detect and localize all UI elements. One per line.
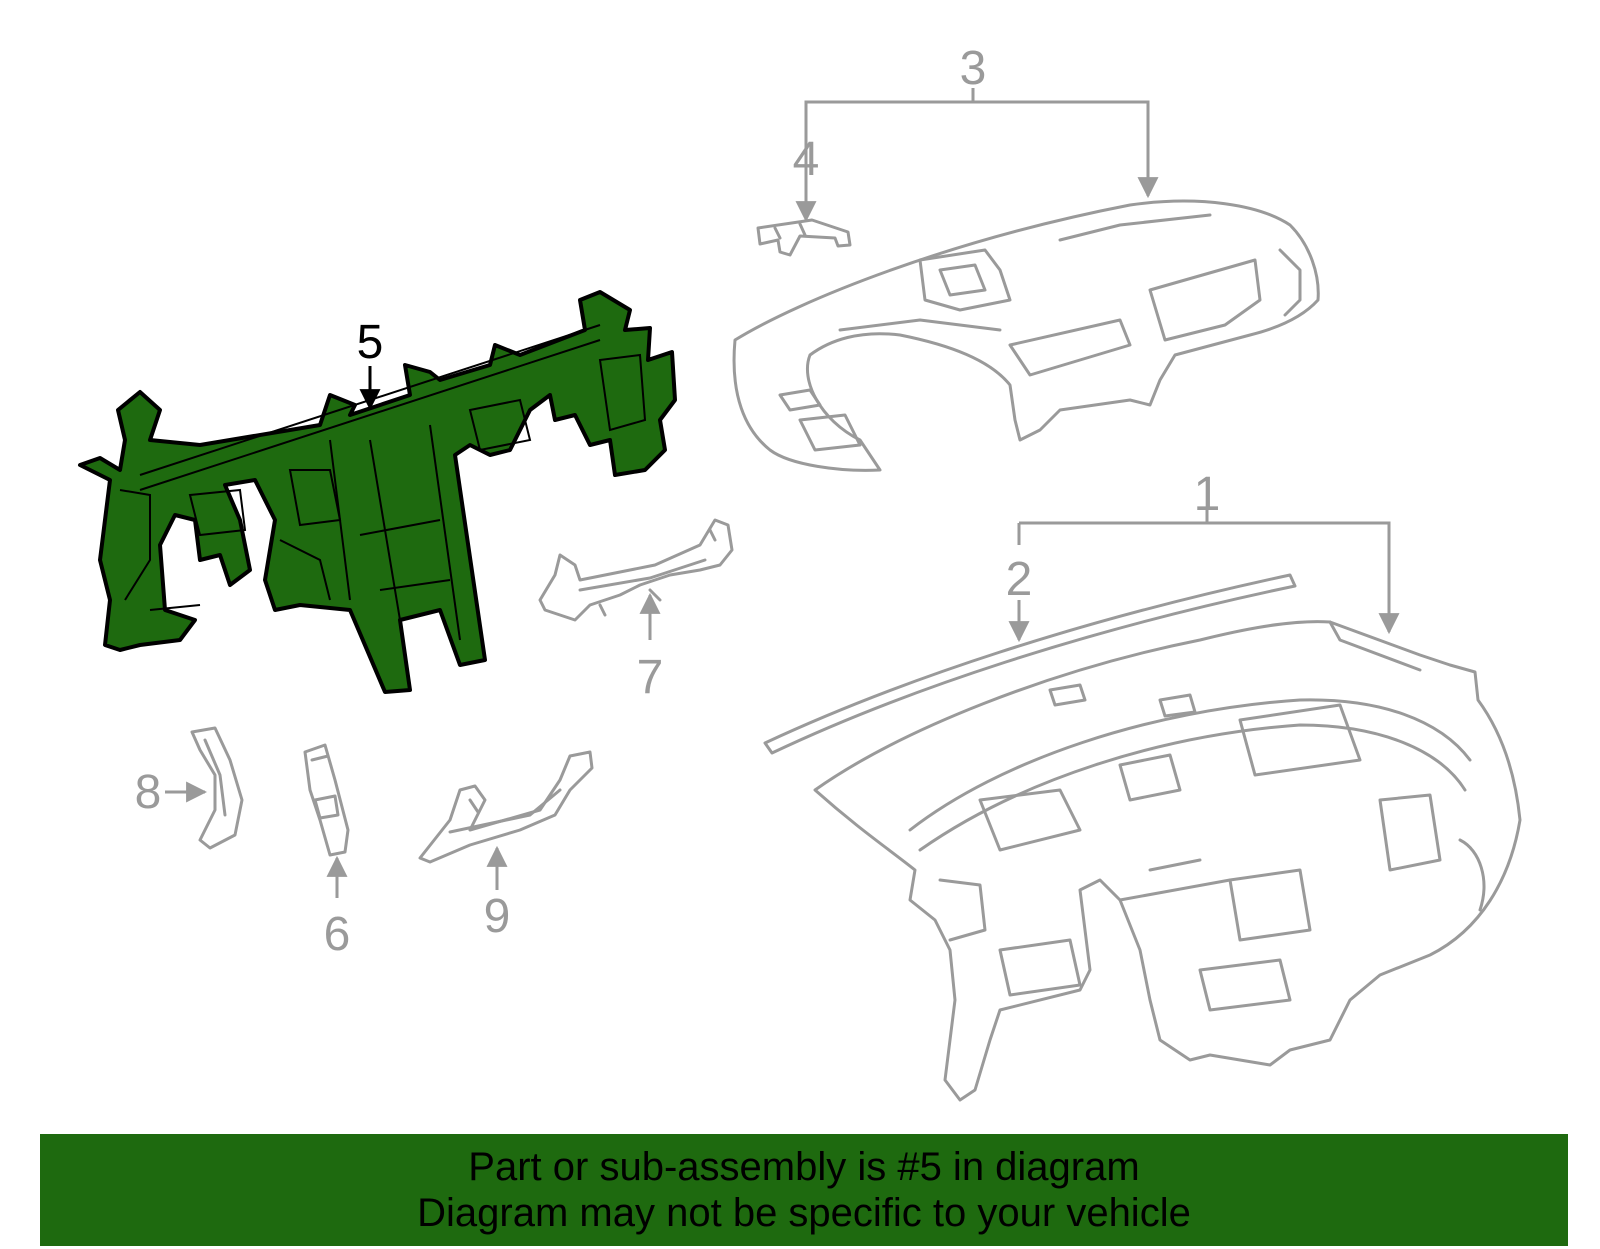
callout-3: 3 [960,42,987,95]
callout-6: 6 [324,908,351,961]
callout-2: 2 [1006,553,1033,606]
part-6-bracket[interactable] [303,743,350,857]
part-2-strip[interactable] [763,573,1297,755]
part-5-reinforcement-beam[interactable] [78,290,677,694]
part-7-bracket[interactable] [538,518,734,622]
part-8-bracket[interactable] [190,726,244,850]
banner-line-1: Part or sub-assembly is #5 in diagram [468,1145,1140,1189]
info-banner: Part or sub-assembly is #5 in diagram Di… [40,1134,1568,1246]
part-1-instrument-panel[interactable] [813,620,1522,1102]
part-3-upper-trim-pad[interactable] [732,199,1320,472]
callout-8: 8 [135,766,162,819]
callout-7: 7 [637,651,664,704]
callout-1: 1 [1194,468,1221,521]
callout-4: 4 [793,133,820,186]
part-9-bracket[interactable] [418,750,594,864]
callout-9: 9 [484,890,511,943]
leader-lines [165,88,1400,898]
part-4-bracket[interactable] [756,218,852,257]
banner-line-2: Diagram may not be specific to your vehi… [417,1191,1191,1235]
callout-5: 5 [357,316,384,369]
